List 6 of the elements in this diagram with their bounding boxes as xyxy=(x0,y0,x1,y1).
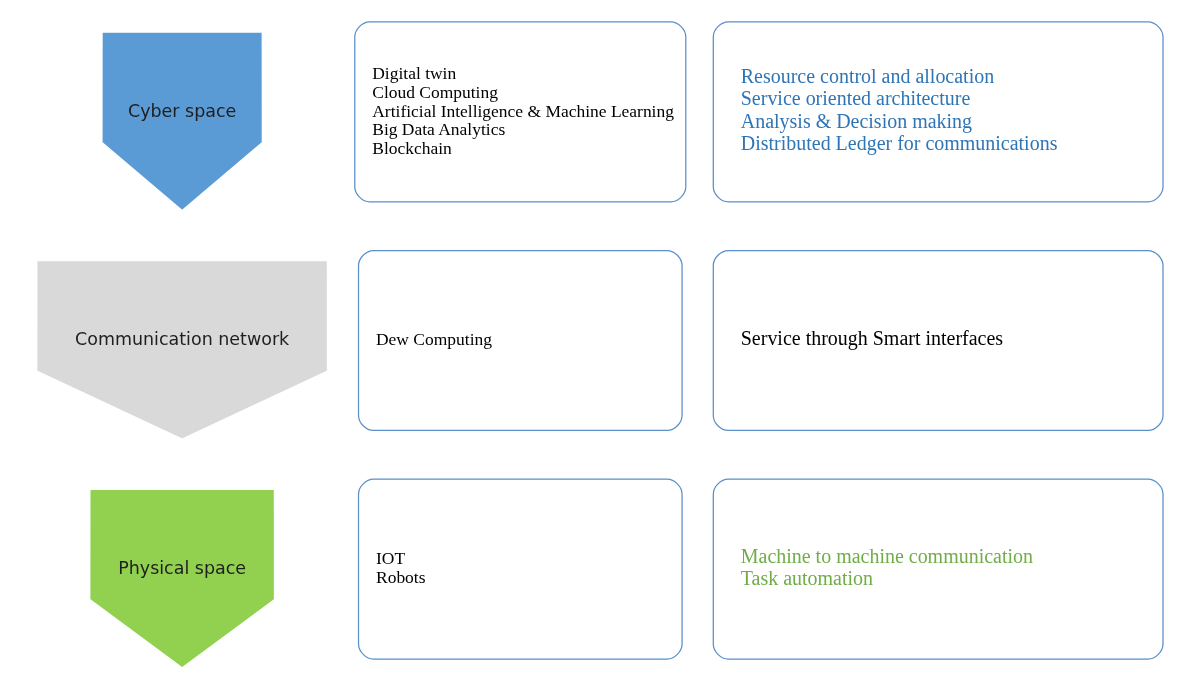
node-box: IOT Robots xyxy=(357,478,683,660)
node-box: Dew Computing xyxy=(357,249,683,432)
node-box: Service through Smart interfaces xyxy=(712,249,1164,432)
node-box: Digital twin Cloud Computing Artificial Intelligence & Machine Learning Big Data Analytics Blockchain xyxy=(354,21,687,203)
node-box: Resource control and allocation Service oriented architecture Analysis & Decision making Distributed Ledger for communications xyxy=(712,21,1164,203)
node-box: Machine to machine communication Task automation xyxy=(712,478,1164,660)
